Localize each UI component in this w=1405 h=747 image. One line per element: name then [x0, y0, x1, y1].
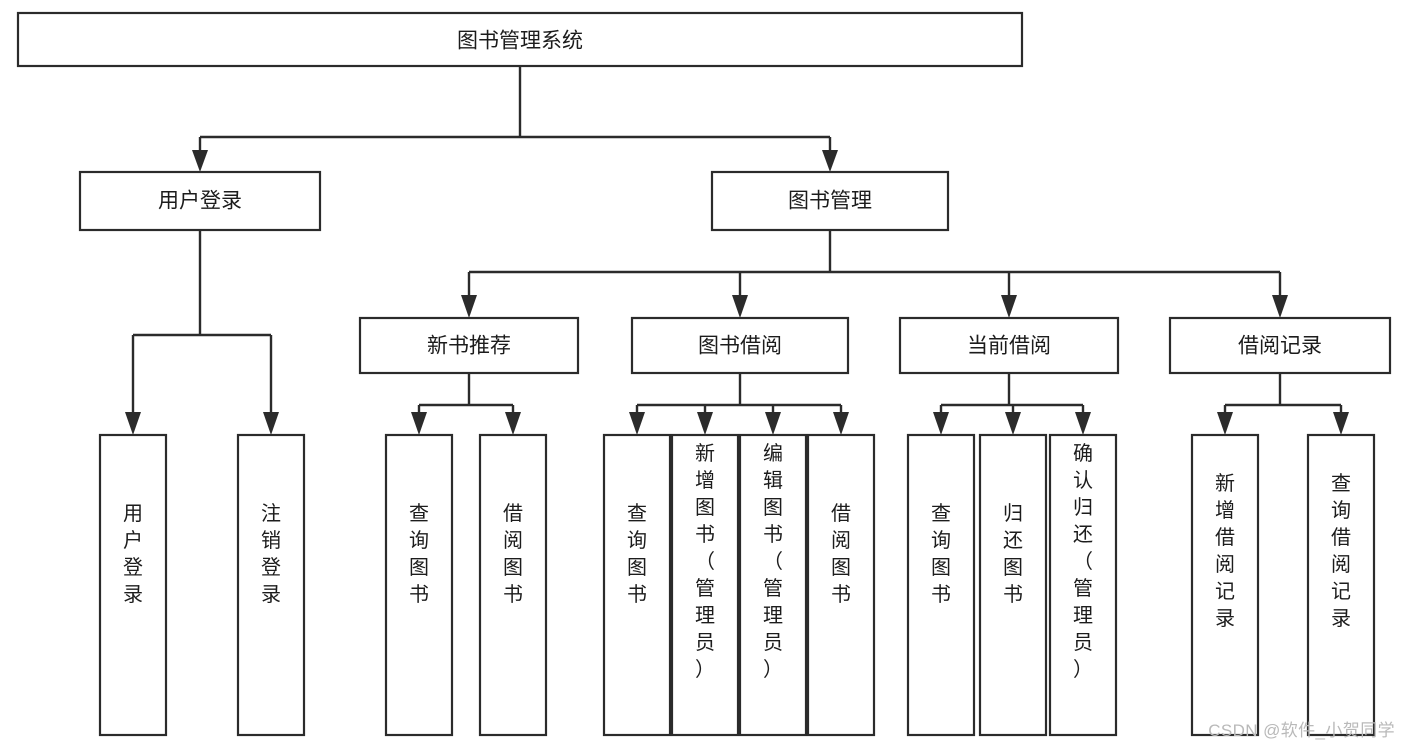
- leaf-edit-book[interactable]: 编辑图书（管理员）: [738, 433, 808, 737]
- node-book-manage-box[interactable]: [710, 170, 950, 232]
- node-borrow-record[interactable]: 借阅记录: [1168, 316, 1392, 375]
- node-book-manage-label: 图书管理: [788, 190, 872, 213]
- node-current-borrow[interactable]: 当前借阅: [898, 316, 1120, 375]
- arrow-cb-leaf-3: [1075, 412, 1091, 435]
- leaf-query-book-borrow[interactable]: 查询图书: [602, 433, 672, 737]
- arrow-bb-leaf-1: [629, 412, 645, 435]
- arrow-br-leaf-1: [1217, 412, 1233, 435]
- arrow-cb-leaf-1: [933, 412, 949, 435]
- node-new-book-recommend-label: 新书推荐: [427, 335, 511, 358]
- leaf-edit-book-box[interactable]: [738, 433, 808, 737]
- leaf-return-book-box[interactable]: [978, 433, 1048, 737]
- leaf-borrow-book[interactable]: 借阅图书: [806, 433, 876, 737]
- leaf-add-book-label: 新增图书（管理员）: [695, 442, 715, 681]
- leaf-return-book-label: 归还图书: [1003, 502, 1023, 606]
- node-root-box[interactable]: [16, 11, 1024, 68]
- leaf-add-borrow-record-box[interactable]: [1190, 433, 1260, 737]
- leaf-user-logout-box[interactable]: [236, 433, 306, 737]
- leaf-user-login-label: 用户登录: [123, 503, 143, 606]
- arrow-to-current-borrow: [1001, 295, 1017, 318]
- leaf-confirm-return-box[interactable]: [1048, 433, 1118, 737]
- leaf-query-book-current-label: 查询图书: [931, 502, 951, 606]
- arrow-br-leaf-2: [1333, 412, 1349, 435]
- leaf-query-book-recommend[interactable]: 查询图书: [384, 433, 454, 737]
- leaf-borrow-book-label: 借阅图书: [831, 502, 851, 606]
- arrow-root-to-user-login: [192, 150, 208, 172]
- leaf-borrow-book-recommend[interactable]: 借阅图书: [478, 433, 548, 737]
- node-book-borrow-label: 图书借阅: [698, 335, 782, 358]
- leaf-confirm-return[interactable]: 确认归还（管理员）: [1048, 433, 1118, 737]
- leaf-add-book[interactable]: 新增图书（管理员）: [670, 433, 740, 737]
- leaf-borrow-book-recommend-box[interactable]: [478, 433, 548, 737]
- node-user-login-label: 用户登录: [158, 190, 242, 213]
- leaf-query-borrow-record[interactable]: 查询借阅记录: [1306, 433, 1376, 737]
- arrow-to-borrow-record: [1272, 295, 1288, 318]
- arrow-nbr-leaf-2: [505, 412, 521, 435]
- leaf-query-borrow-record-box[interactable]: [1306, 433, 1376, 737]
- arrow-cb-leaf-2: [1005, 412, 1021, 435]
- leaf-edit-book-label: 编辑图书（管理员）: [763, 442, 783, 681]
- leaf-query-book-recommend-box[interactable]: [384, 433, 454, 737]
- node-user-login[interactable]: 用户登录: [78, 170, 322, 232]
- leaf-return-book[interactable]: 归还图书: [978, 433, 1048, 737]
- node-book-borrow-box[interactable]: [630, 316, 850, 375]
- leaf-query-book-borrow-box[interactable]: [602, 433, 672, 737]
- arrow-user-login-leaf-2: [263, 412, 279, 435]
- leaf-borrow-book-recommend-label: 借阅图书: [503, 502, 523, 606]
- leaf-user-login[interactable]: 用户登录: [98, 433, 168, 737]
- node-book-manage[interactable]: 图书管理: [710, 170, 950, 232]
- leaf-confirm-return-label: 确认归还（管理员）: [1073, 442, 1093, 681]
- node-user-login-box[interactable]: [78, 170, 322, 232]
- node-book-borrow[interactable]: 图书借阅: [630, 316, 850, 375]
- arrow-to-new-book-recommend: [461, 295, 477, 318]
- node-new-book-recommend[interactable]: 新书推荐: [358, 316, 580, 375]
- leaf-query-borrow-record-label: 查询借阅记录: [1331, 472, 1351, 630]
- node-borrow-record-box[interactable]: [1168, 316, 1392, 375]
- arrow-root-to-book-manage: [822, 150, 838, 172]
- leaf-query-book-current[interactable]: 查询图书: [906, 433, 976, 737]
- leaf-query-book-borrow-label: 查询图书: [627, 502, 647, 606]
- node-new-book-recommend-box[interactable]: [358, 316, 580, 375]
- node-root-label: 图书管理系统: [457, 30, 583, 53]
- arrow-user-login-leaf-1: [125, 412, 141, 435]
- leaf-user-logout-label: 注销登录: [261, 502, 281, 606]
- leaf-user-logout[interactable]: 注销登录: [236, 433, 306, 737]
- arrow-nbr-leaf-1: [411, 412, 427, 435]
- leaf-add-borrow-record-label: 新增借阅记录: [1215, 472, 1235, 630]
- leaf-borrow-book-box[interactable]: [806, 433, 876, 737]
- arrow-to-book-borrow: [732, 295, 748, 318]
- leaf-add-book-box[interactable]: [670, 433, 740, 737]
- arrow-bb-leaf-3: [765, 412, 781, 435]
- leaf-user-login-box[interactable]: [98, 433, 168, 737]
- leaf-query-book-recommend-label: 查询图书: [409, 502, 429, 606]
- arrow-bb-leaf-2: [697, 412, 713, 435]
- connector-layer: [125, 66, 1349, 435]
- node-current-borrow-label: 当前借阅: [967, 335, 1051, 358]
- leaf-query-book-current-box[interactable]: [906, 433, 976, 737]
- node-root[interactable]: 图书管理系统: [16, 11, 1024, 68]
- leaf-add-borrow-record[interactable]: 新增借阅记录: [1190, 433, 1260, 737]
- arrow-bb-leaf-4: [833, 412, 849, 435]
- node-current-borrow-box[interactable]: [898, 316, 1120, 375]
- node-borrow-record-label: 借阅记录: [1238, 335, 1322, 358]
